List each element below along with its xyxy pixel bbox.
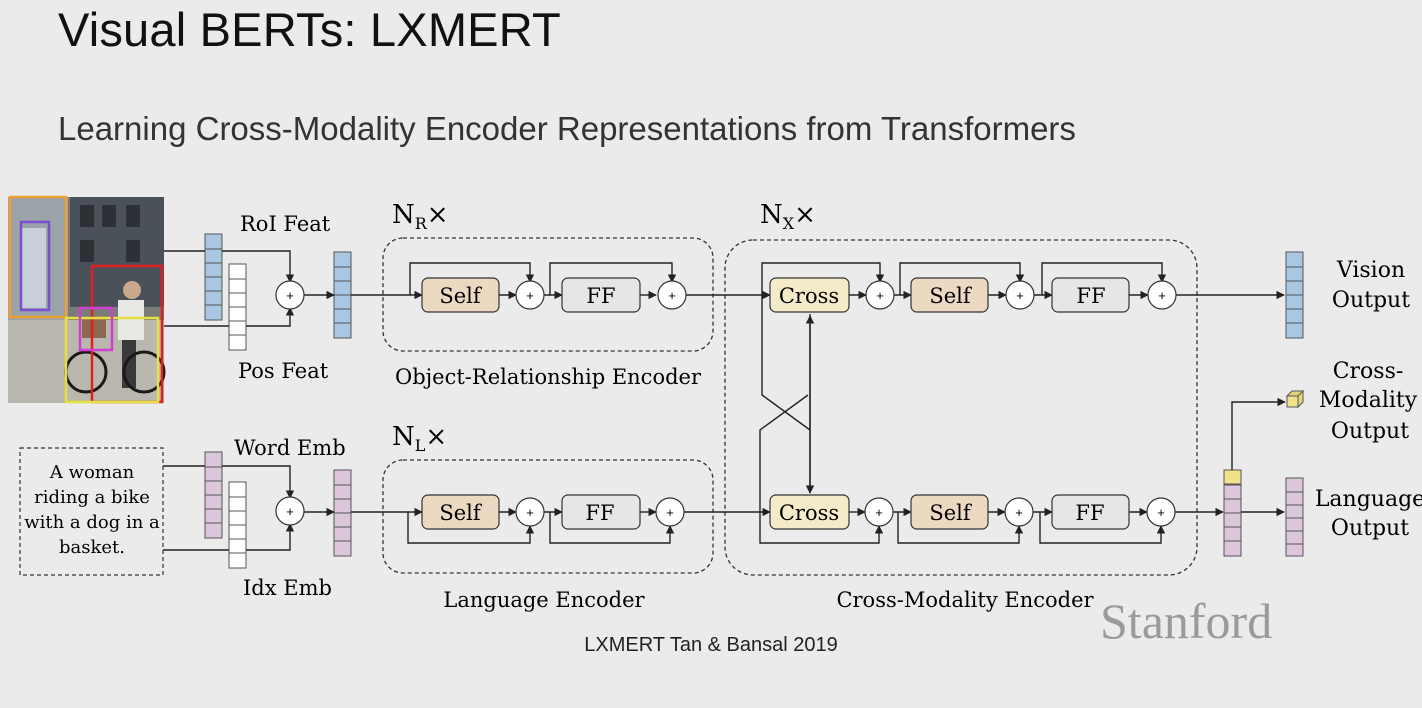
svg-text:+: + [666, 505, 674, 520]
svg-text:Self: Self [439, 284, 483, 308]
caption-line: basket. [59, 537, 125, 558]
svg-text:Self: Self [929, 284, 973, 308]
roi-feat-label: RoI Feat [240, 212, 331, 236]
cross-attention-block: Cross [769, 277, 850, 313]
vision-output-label: Vision [1336, 258, 1405, 283]
language-output-label: Language [1315, 487, 1422, 512]
self-attention-block: Self [421, 277, 500, 313]
cross-encoder-language-blocks: Cross Self FF [769, 494, 1130, 530]
embedding-stacks [204, 233, 1305, 569]
object-encoder-name: Object-Relationship Encoder [395, 365, 702, 389]
language-encoder-name: Language Encoder [443, 588, 645, 612]
feed-forward-block: FF [561, 494, 641, 530]
self-attention-block: Self [421, 494, 500, 530]
cross-encoder-vision-blocks: Cross Self FF [769, 277, 1130, 313]
svg-text:FF: FF [585, 501, 614, 525]
svg-text:+: + [875, 505, 883, 520]
cross-modality-output-cube [1285, 389, 1305, 409]
svg-text:Cross: Cross [779, 501, 839, 525]
svg-text:+: + [1015, 505, 1023, 520]
svg-text:FF: FF [1076, 284, 1105, 308]
input-sum-nodes: + + [275, 280, 305, 526]
input-connections [163, 250, 335, 551]
idx-emb-stack [228, 481, 247, 569]
roi-feature-stack [204, 233, 223, 321]
language-output-stack [1285, 477, 1304, 557]
feed-forward-block: FF [561, 277, 641, 313]
language-output-label: Output [1331, 516, 1409, 541]
cross-output-label: Cross- [1333, 359, 1404, 384]
feed-forward-block: FF [1051, 494, 1130, 530]
residual-sum-nodes: + + + + + + + + + + [515, 280, 1177, 527]
svg-text:+: + [668, 288, 676, 303]
cross-feature-stack [1223, 469, 1242, 557]
word-emb-label: Word Emb [234, 436, 346, 460]
svg-text:FF: FF [586, 284, 615, 308]
svg-text:Cross: Cross [779, 284, 839, 308]
word-emb-stack [204, 451, 223, 539]
citation: LXMERT Tan & Bansal 2019 [584, 634, 838, 656]
output-labels: Vision Output Cross- Modality Output Lan… [1315, 258, 1422, 541]
svg-text:+: + [1016, 288, 1024, 303]
svg-text:+: + [1157, 505, 1165, 520]
svg-text:+: + [876, 288, 884, 303]
cross-attention-block: Cross [769, 494, 850, 530]
cross-encoder-name: Cross-Modality Encoder [836, 588, 1094, 612]
cross-output-label: Output [1331, 419, 1409, 444]
language-encoder-blocks: Self FF [421, 494, 641, 530]
svg-text:+: + [286, 504, 294, 519]
svg-text:FF: FF [1075, 501, 1104, 525]
pos-feat-label: Pos Feat [238, 359, 329, 383]
svg-text:+: + [286, 288, 294, 303]
vision-output-label: Output [1332, 288, 1410, 313]
caption-line: with a dog in a [24, 512, 160, 533]
svg-text:+: + [526, 505, 534, 520]
slide-title: Visual BERTs: LXMERT [58, 3, 561, 56]
pos-feature-stack [228, 263, 247, 351]
self-attention-block: Self [910, 277, 989, 313]
idx-emb-label: Idx Emb [243, 576, 332, 600]
flow-lines [351, 262, 1286, 544]
language-embedding-stack [333, 469, 352, 557]
cross-encoder-repeat: NX× [760, 200, 816, 233]
vision-output-stack [1285, 251, 1304, 339]
svg-text:Self: Self [929, 501, 973, 525]
svg-text:+: + [526, 288, 534, 303]
slide-subtitle: Learning Cross-Modality Encoder Represen… [58, 110, 1076, 147]
cross-output-label: Modality [1319, 388, 1418, 413]
feed-forward-block: FF [1051, 277, 1130, 313]
vision-embedding-stack [333, 251, 352, 339]
object-encoder-repeat: NR× [392, 200, 449, 233]
self-attention-block: Self [910, 494, 989, 530]
language-encoder-repeat: NL× [392, 422, 447, 455]
svg-text:Self: Self [439, 501, 483, 525]
caption-line: A woman [49, 462, 135, 483]
input-image [8, 195, 166, 404]
svg-text:+: + [1158, 288, 1166, 303]
caption-line: riding a bike [34, 487, 150, 508]
object-encoder-blocks: Self FF [421, 277, 641, 313]
caption-box: A woman riding a bike with a dog in a ba… [19, 447, 164, 576]
stanford-logo: Stanford [1100, 593, 1273, 649]
